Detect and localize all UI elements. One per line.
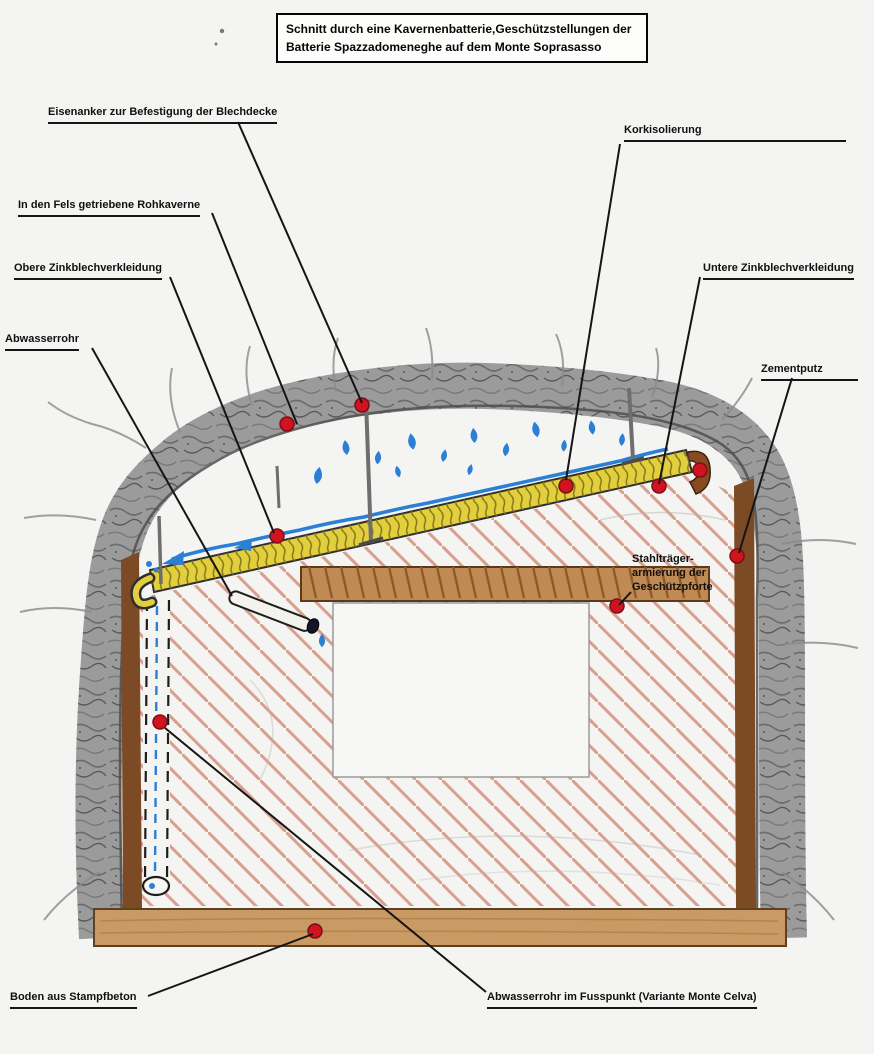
leader-lines (91, 121, 793, 997)
leader-stahltraeger (618, 591, 632, 606)
label-obere-zink: Obere Zinkblechverkleidung (14, 262, 162, 280)
vertical-drain-pipe (141, 598, 171, 897)
label-stahltraeger-line-2: armierung der (632, 566, 706, 579)
leader-rohkaverne (211, 212, 298, 425)
leader-zementputz (738, 377, 793, 554)
iron-anchor-rod (627, 387, 635, 461)
leader-abwasserrohr (91, 347, 233, 597)
label-stahltraeger-line-3: Geschützpforte (632, 580, 713, 593)
label-korkisolierung: Korkisolierung (624, 124, 846, 142)
title-box: Schnitt durch eine Kavernenbatterie,Gesc… (276, 13, 648, 63)
rock-cracks (19, 327, 859, 921)
floor-slab (93, 908, 787, 947)
anchor-rods (157, 387, 645, 585)
iron-anchor-rod (275, 465, 281, 509)
water-flow-arrow (234, 539, 252, 551)
label-rohkaverne: In den Fels getriebene Rohkaverne (18, 199, 201, 217)
title-line-2: Batterie Spazzadomeneghe auf dem Monte S… (286, 40, 602, 54)
leader-untere-zink (658, 276, 701, 485)
label-abwasserrohr: Abwasserrohr (5, 333, 79, 351)
label-eisenanker: Eisenanker zur Befestigung der Blechdeck… (48, 106, 278, 124)
right-wall (734, 478, 756, 908)
iron-anchor-rod (364, 399, 373, 543)
label-stahltraeger: Stahlträger- armierung der Geschützpfort… (632, 553, 713, 594)
water-flow-arrow (162, 551, 184, 565)
title-line-1: Schnitt durch eine Kavernenbatterie,Gesc… (286, 22, 632, 36)
leader-fusspunkt (164, 727, 487, 993)
leader-eisenanker (237, 121, 363, 404)
iron-anchor-rod (157, 515, 163, 585)
leader-boden (147, 933, 314, 997)
cork-insulation-layer (130, 448, 694, 610)
anchor-dots (152, 397, 745, 939)
left-wall (121, 552, 142, 908)
label-boden: Boden aus Stampfbeton (10, 991, 137, 1009)
sketch-marks (249, 511, 726, 886)
leader-korkisolierung (565, 143, 621, 481)
drain-pipe (228, 590, 326, 648)
label-abwasserrohr-fusspunkt: Abwasserrohr im Fusspunkt (Variante Mont… (487, 991, 757, 1009)
lintel-beam (300, 566, 710, 602)
right-zinc-curl (684, 450, 711, 495)
cavern-walls (121, 450, 756, 908)
gun-port-opening (332, 602, 590, 778)
label-stahltraeger-line-1: Stahlträger- (632, 553, 694, 565)
leader-obere-zink (169, 276, 275, 534)
upper-zinc-water-line (146, 447, 669, 573)
label-untere-zink: Untere Zinkblechverkleidung (703, 262, 854, 280)
label-zementputz: Zementputz (761, 363, 858, 381)
paper-specks (214, 28, 225, 46)
